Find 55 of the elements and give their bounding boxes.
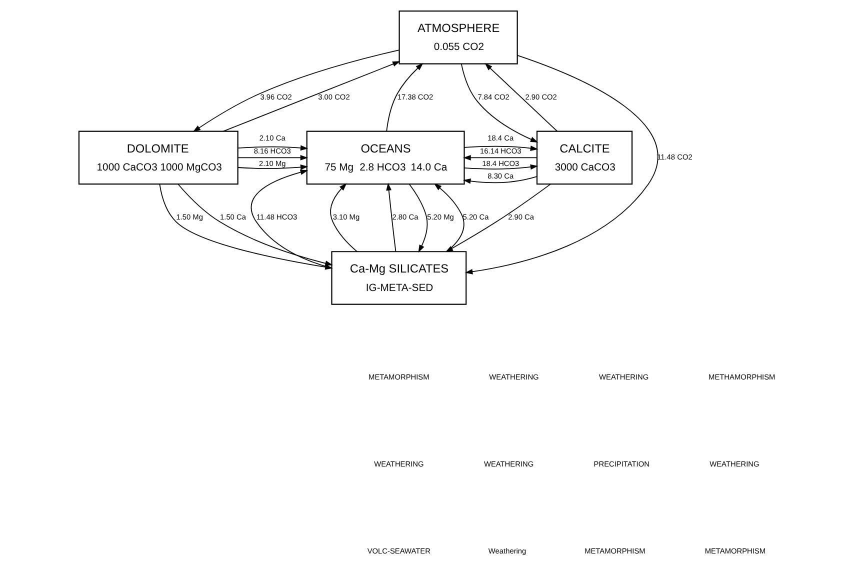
node-box: ATMOSPHERE 0.055 CO2 <box>398 10 518 64</box>
arrow <box>463 155 538 160</box>
label: WEATHERING <box>374 460 424 469</box>
arrow <box>386 63 424 132</box>
arrow <box>484 63 558 132</box>
edge-label: 5.20 Mg <box>427 212 454 222</box>
label: METHAMORPHISM <box>708 372 776 382</box>
edge-label: 3.96 CO2 <box>260 92 292 102</box>
label: PRECIPITATION <box>594 460 650 469</box>
arrow <box>464 146 538 151</box>
edge-label: 8.16 HCO3 <box>254 146 291 156</box>
edge-label: 8.30 Ca <box>488 172 514 181</box>
node-box: DOLOMITE 1000 CaCO3 1000 MgCO3 <box>78 130 238 185</box>
arrow <box>192 50 400 132</box>
arrow <box>238 164 308 170</box>
label: METAMORPHISM <box>704 546 766 556</box>
edge-label: 2.10 Ca <box>259 134 286 143</box>
label: WEATHERING <box>599 372 649 382</box>
arrow <box>464 54 658 274</box>
arrow <box>464 164 538 170</box>
label: WEATHERING <box>489 372 539 382</box>
arrow <box>408 184 428 253</box>
node-box: Ca-Mg SILICATES IG-META-SED <box>331 251 467 305</box>
label: Weathering <box>488 546 526 556</box>
edge-label: 2.80 Ca <box>392 212 418 222</box>
edge-label: 7.84 CO2 <box>478 92 510 102</box>
edge-label: 18.4 Ca <box>488 134 514 143</box>
edge-label: 18.4 HCO3 <box>482 158 520 168</box>
label: WEATHERING <box>710 460 760 469</box>
node-box: OCEANS 75 Mg 2.8 HCO3 14.0 Ca <box>306 130 465 185</box>
arrow <box>460 63 538 142</box>
arrow <box>237 155 308 160</box>
label: METAMORPHISM <box>368 372 430 382</box>
edge-label: 17.38 CO2 <box>397 92 434 102</box>
edge-label: 3.00 CO2 <box>318 92 350 102</box>
edge-label: 2.90 CO2 <box>525 92 557 102</box>
arrow <box>463 176 538 184</box>
node-box: CALCITE 3000 CaCO3 <box>536 130 633 185</box>
edge-label: 1.50 Mg <box>176 212 203 222</box>
label: VOLC-SEAWATER <box>367 546 430 556</box>
arrow <box>222 61 400 132</box>
arrow <box>250 170 332 268</box>
label: WEATHERING <box>484 460 534 469</box>
arrow <box>237 145 308 151</box>
edge-label: 2.10 Mg <box>258 158 286 168</box>
edge-label: 3.10 Mg <box>332 212 360 222</box>
edge-label: 11.48 HCO3 <box>256 212 298 222</box>
edge-label: 11.48 CO2 <box>657 152 692 162</box>
edge-label: 16.14 HCO3 <box>480 146 522 156</box>
arrow <box>330 183 358 252</box>
label: METAMORPHISM <box>584 546 646 556</box>
arrow <box>386 182 396 252</box>
edge-label: 5.20 Ca <box>462 212 489 222</box>
edge-label: 1.50 Ca <box>220 212 246 222</box>
edge-label: 2.90 Ca <box>508 212 534 222</box>
